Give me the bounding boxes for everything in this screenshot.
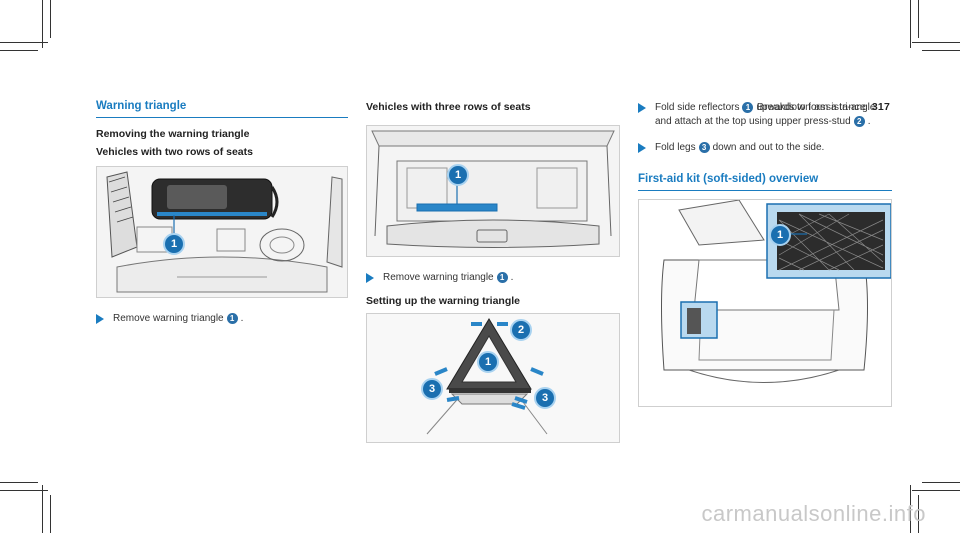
step-arrow-icon [638,143,646,153]
crop-mark [922,50,960,51]
crop-mark [50,495,51,533]
crop-mark [50,0,51,38]
callout-1: 1 [163,233,185,255]
callout-2: 2 [510,319,532,341]
crop-mark [0,482,38,483]
subtitle-two-rows: Vehicles with two rows of seats [96,146,253,158]
triangle-setup-illustration [367,314,619,442]
figure-warning-triangle-setup: 2 1 3 3 [366,313,620,443]
figure-trunk-three-rows: 1 [366,125,620,257]
crop-mark [912,490,960,491]
crop-mark [0,42,48,43]
first-aid-kit-illustration [639,200,891,406]
trunk-illustration [97,167,347,297]
header-section: Breakdown assistance [756,101,866,113]
crop-mark [0,490,48,491]
step-text: Remove warning triangle [113,313,224,324]
callout-1: 1 [447,164,469,186]
subtitle-three-rows: Vehicles with three rows of seats [366,101,531,113]
step-text: Fold side reflectors [655,102,740,113]
step-text-middle: upwards to form a tri-angle and attach a… [655,102,876,127]
step-arrow-icon [366,273,374,283]
step-arrow-icon [96,314,104,324]
section-title-first-aid: First-aid kit (soft-sided) overview [638,173,892,191]
crop-mark [910,0,911,48]
step-text: Fold legs [655,142,696,153]
crop-mark [918,495,919,533]
page-number: 317 [871,101,890,113]
column-2: Vehicles with three rows of seats 1 Remo… [366,100,620,443]
ref-badge-3: 3 [698,141,710,153]
ref-badge-1: 1 [226,312,238,324]
crop-mark [0,50,38,51]
subtitle-setting-up: Setting up the warning triangle [366,295,521,307]
ref-badge-1: 1 [496,271,508,283]
crop-mark [912,42,960,43]
subtitle-removing: Removing the warning triangle [96,128,250,140]
figure-trunk-two-rows: 1 [96,166,348,298]
crop-mark [42,0,43,48]
crop-mark [922,482,960,483]
step-arrow-icon [638,103,646,113]
callout-1: 1 [477,351,499,373]
figure-first-aid-kit: 1 [638,199,892,407]
crop-mark [918,0,919,38]
step-text-suffix: down and out to the side. [712,142,825,153]
column-1: Warning triangle Removing the warning tr… [96,100,348,326]
ref-badge-1: 1 [742,101,754,113]
section-title-warning-triangle: Warning triangle [96,100,348,118]
trunk-three-rows-illustration [367,126,619,256]
crop-mark [42,485,43,533]
step-text: Remove warning triangle [383,272,494,283]
ref-badge-2: 2 [853,115,865,127]
page-header: Breakdown assistance 317 [757,101,890,113]
watermark: carmanualsonline.info [701,501,926,526]
callout-3-right: 3 [534,387,556,409]
crop-mark [910,485,911,533]
callout-3-left: 3 [421,378,443,400]
callout-1: 1 [769,224,791,246]
